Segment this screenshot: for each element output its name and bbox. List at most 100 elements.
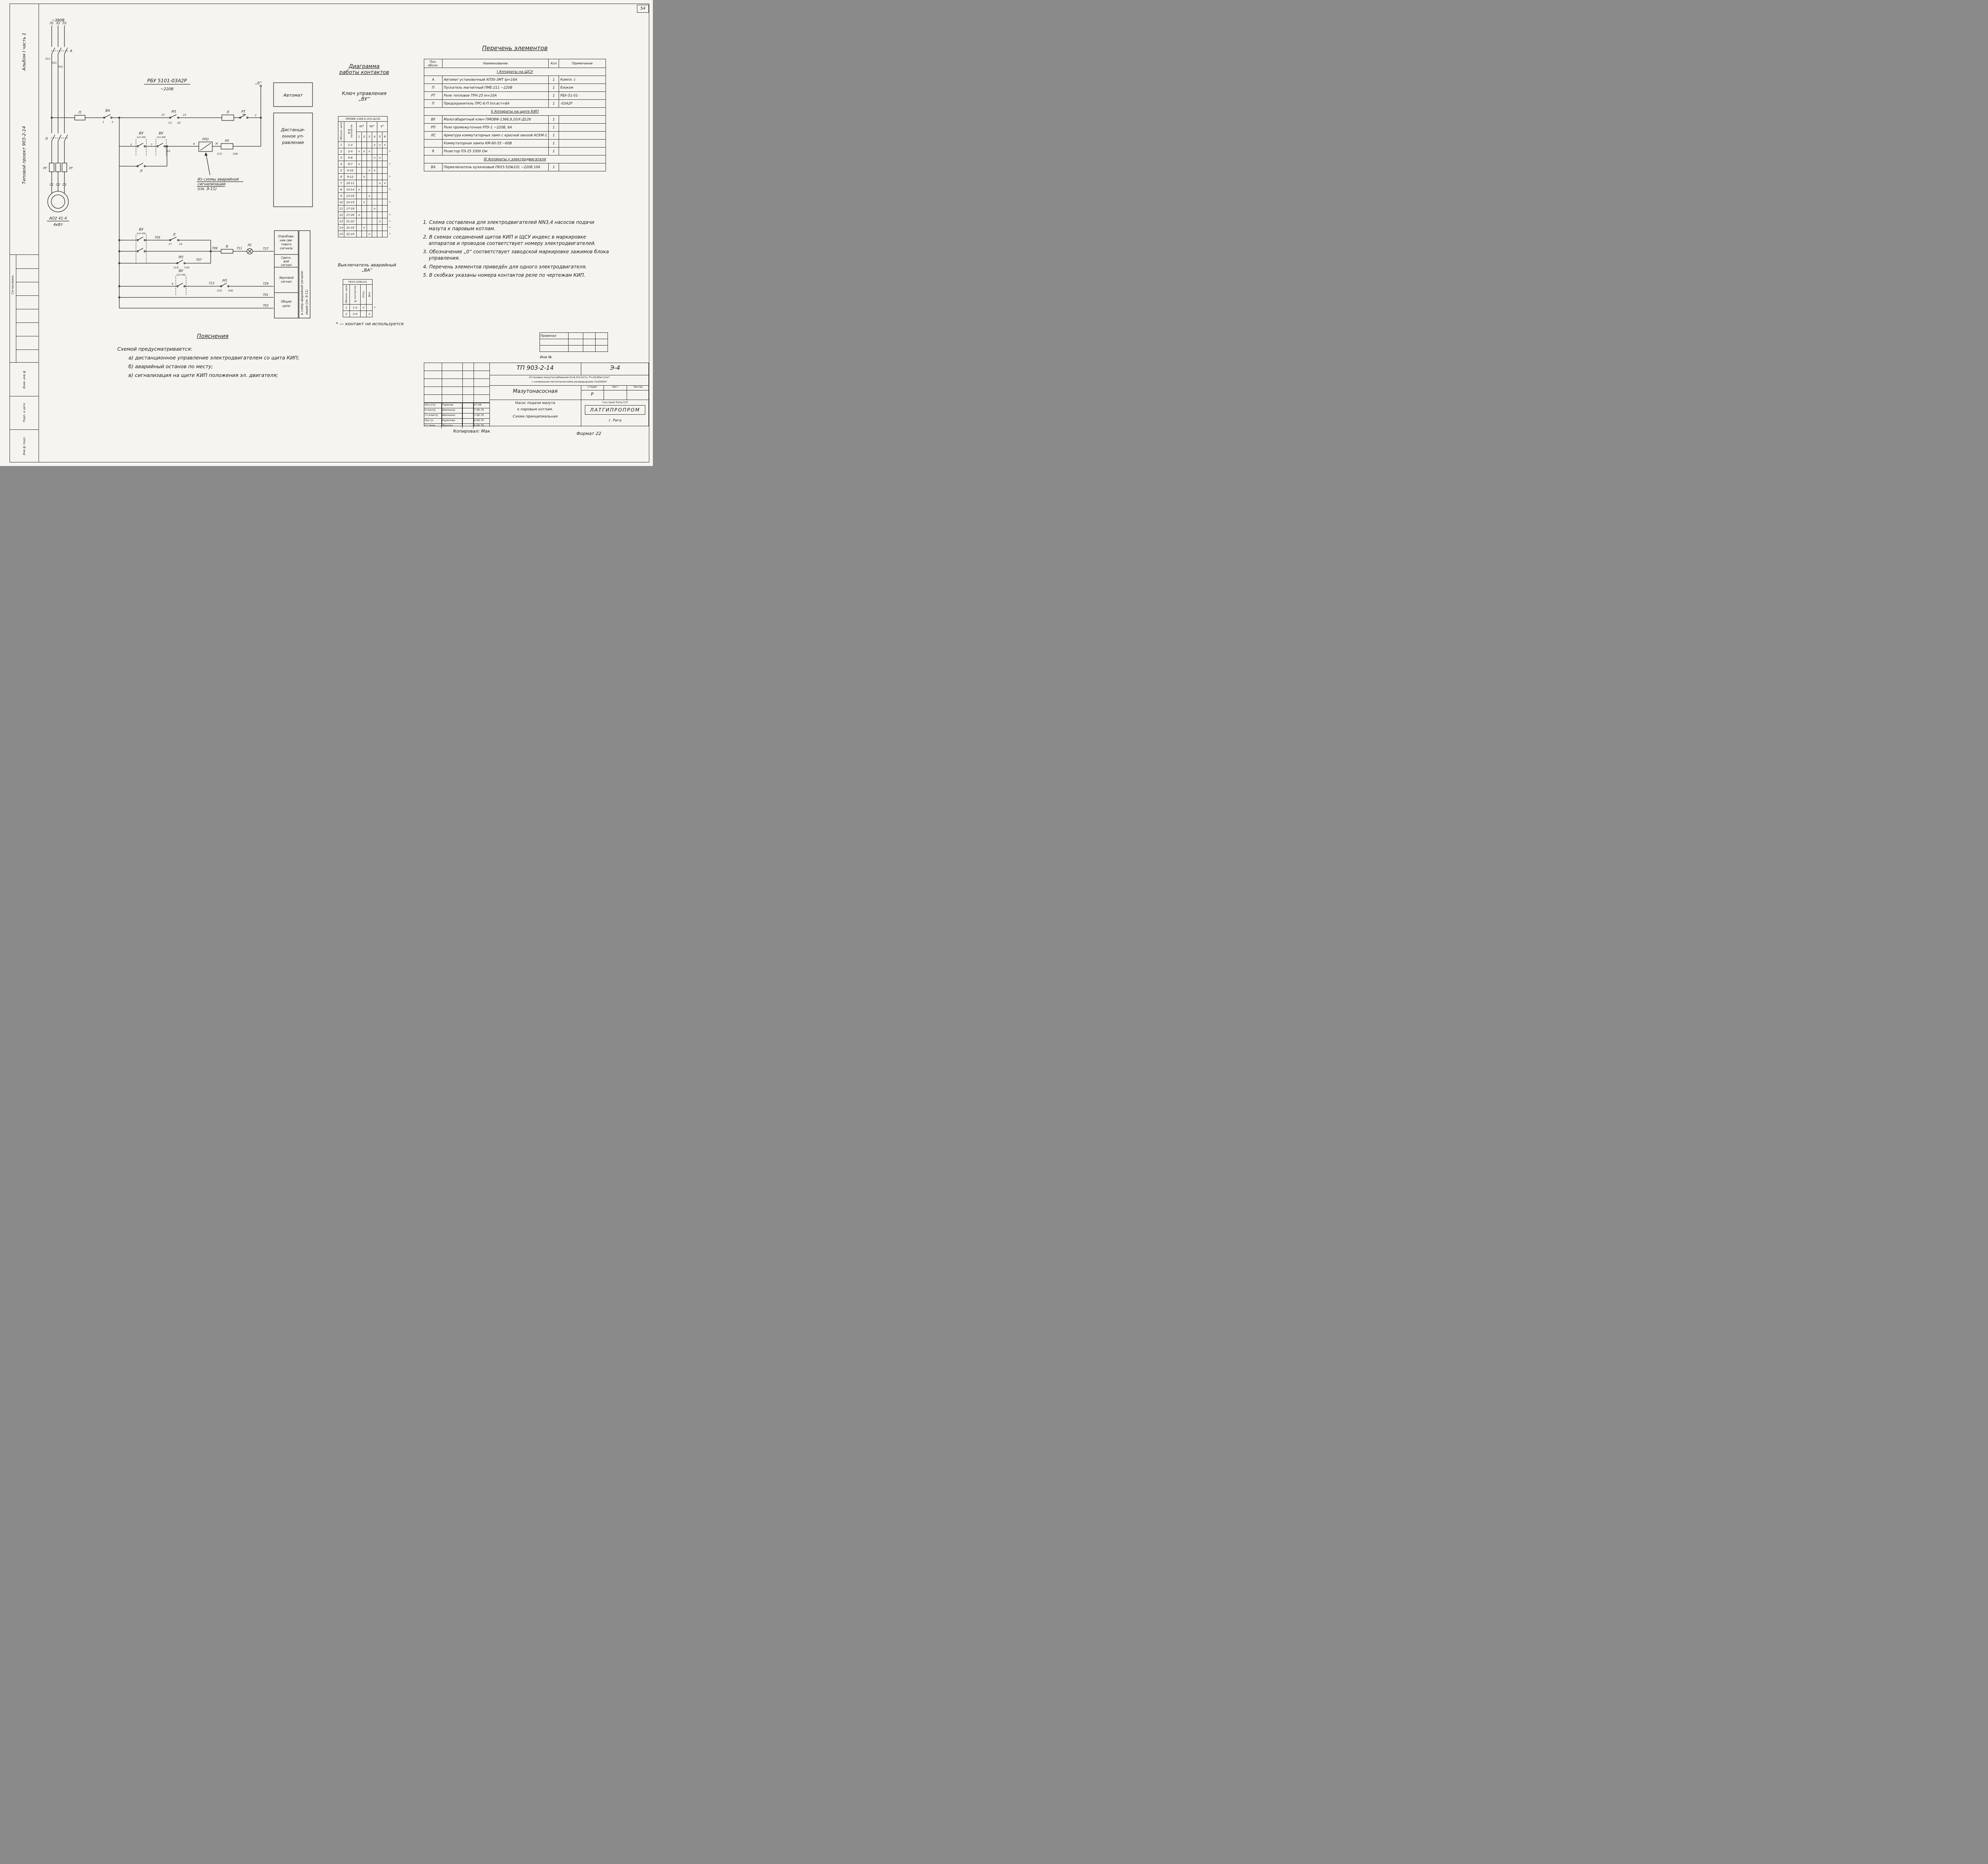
sigbox1-line3: тового: [281, 243, 292, 246]
rp-coil-17: (17): [217, 152, 222, 155]
header-qty: Кол: [548, 59, 559, 68]
format-label: Формат 22: [577, 431, 602, 436]
mark-cell: [372, 161, 377, 167]
mark-cell: ×: [367, 192, 372, 199]
element-note-cell: [559, 115, 606, 124]
subtitle-line1: Насос подачи мазута: [515, 401, 555, 405]
circuit-number-cell: 7: [338, 180, 344, 186]
va-terminal-2: 2: [112, 120, 113, 124]
contact-row: 6 9-12 × *: [338, 173, 392, 180]
signature-date: 6.08.79: [474, 419, 484, 422]
unused-star-cell: *: [389, 175, 391, 179]
contact-pair-cell: 1-3: [344, 142, 357, 148]
element-list-title: Перечень элементов: [482, 45, 548, 52]
mark-cell: [356, 180, 362, 186]
circuit-number-cell: 6: [338, 173, 344, 180]
va-star-cell: [373, 311, 377, 317]
signature-rows: Нач.отд Терехов 07.08 Н.контр. Викманис …: [424, 403, 489, 429]
mark-cell: [377, 186, 382, 193]
element-name-cell: Переключатель кулачковый ПКУ3-52№101 ~22…: [442, 163, 549, 171]
position-45: 45°: [356, 121, 367, 132]
element-pos-cell: РТ: [424, 91, 443, 100]
frame-label-vzam: Взам. инв.№: [22, 370, 26, 389]
rpo-label: РПО: [202, 138, 209, 141]
va-mark-cell: [360, 311, 367, 317]
mark-cell: [372, 224, 377, 231]
mark-cell: ×: [361, 224, 367, 231]
vu-signal-label-1: ВУ: [139, 228, 144, 232]
element-qty-cell: 1: [548, 115, 559, 124]
element-pos-cell: ВА: [424, 163, 443, 171]
section-2-title: II Аппараты на щите КИП: [424, 107, 606, 116]
element-qty-cell: 1: [548, 147, 559, 155]
element-note-cell: РБУ-51-01-: [559, 91, 606, 100]
element-note-cell: [559, 163, 606, 171]
mark-cell: ×: [356, 212, 362, 218]
lamp-ls-label: ЛС: [247, 243, 252, 247]
org-small-label: Госстрой Латв.ССР: [602, 401, 628, 404]
mark-cell: ×: [377, 180, 382, 186]
mark-cell: [356, 224, 362, 231]
fuse-label: П: [79, 111, 82, 115]
note-item: 4. Перечень элементов приведён для одног…: [423, 264, 587, 270]
mark-cell: ×: [356, 161, 362, 167]
contactor-coil-label: Л: [226, 111, 229, 115]
mark-cell: [356, 231, 362, 237]
wire-2-label: 2: [255, 114, 256, 117]
circuit-number-cell: 3: [338, 154, 344, 161]
mark-cell: [361, 205, 367, 212]
sigbox2-line1: Свето-: [281, 256, 291, 260]
sigbox3-line1: Звуковой: [279, 276, 294, 280]
wire-12-label: 12: [167, 150, 170, 153]
mark-cell: [361, 180, 367, 186]
contact-pair-cell: 2-4: [344, 148, 357, 155]
note-item: 2. В схемах соединений щитов КИП и ЩСУ и…: [423, 234, 596, 246]
mark-cell: [372, 212, 377, 218]
sigbox4-line1: Общие: [281, 300, 291, 303]
mark-cell: [361, 192, 367, 199]
mark-cell: [372, 148, 377, 155]
contact-pair-cell: 17-19: [344, 205, 357, 212]
element-pos-cell: ЛС: [424, 131, 443, 140]
element-note-cell: блоком: [559, 83, 606, 92]
va-contact-row: 2 3-4 ×: [343, 311, 377, 317]
from-alarm-line1: Из схемы аварийной: [198, 177, 239, 182]
wire-7-label: 7: [151, 143, 153, 146]
contact-pair-cell: 17-20: [344, 212, 357, 218]
va-number-cell: 2: [343, 311, 350, 317]
va-pos-on: Вкл.: [366, 284, 373, 305]
explanation-item: в) сигнализация на щите КИП положения эл…: [128, 372, 278, 378]
wire-701-label: 701: [263, 293, 268, 297]
va-terminal-1: 1: [103, 120, 104, 124]
sigbox2-line2: вой: [283, 260, 289, 263]
contact-diagram-table: ПМОВФ-1366,9,10/Х-Д126 Обознач. цепи №№ …: [338, 116, 392, 237]
element-qty-cell: 1: [548, 131, 559, 140]
diagram-title-line2: работы контактов: [339, 70, 389, 76]
footnote: * — контакт не используется: [336, 321, 404, 326]
phase-l2-label: Л2: [56, 21, 60, 25]
col-circuit-header: Обознач. цепи: [338, 121, 344, 142]
element-row: R Резистор ПЭ-25 3300 Ом 1: [424, 147, 606, 155]
circuit-number-cell: 12: [338, 212, 344, 218]
contact-diagram-title: Диаграмма работы контактов: [333, 64, 395, 76]
contact-row: 13 21-22 × *: [338, 218, 392, 225]
vu-key-label-1: ВУ: [139, 132, 144, 136]
mark-cell: [377, 231, 382, 237]
va-contact-row: 1 1-2 × *: [343, 304, 377, 311]
mark-cell: [356, 192, 362, 199]
element-row: РТ Реле тепловое ТРН-25 Iн=10А 1 РБУ-51-…: [424, 91, 606, 100]
element-name-cell: Предохранитель ПРС-6-П Iпл.вст=6А: [442, 99, 549, 108]
mark-cell: [372, 186, 377, 193]
sheets-label: Листов: [633, 386, 643, 388]
sigbox2-line3: сигнал: [281, 263, 291, 267]
power-circuit: [47, 25, 69, 221]
unused-star-cell: *: [389, 150, 391, 153]
unused-star-cell: *: [389, 232, 391, 236]
notes: 1. Схема составлена для электродвигателе…: [423, 219, 611, 281]
contact-row: 5 9-10 × ×: [338, 167, 392, 174]
mark-cell: [377, 205, 382, 212]
stage-value: Р: [591, 392, 594, 397]
mark-cell: [377, 212, 382, 218]
wire-17-label: 17: [169, 243, 172, 246]
circuit-number-cell: 5: [338, 167, 344, 174]
